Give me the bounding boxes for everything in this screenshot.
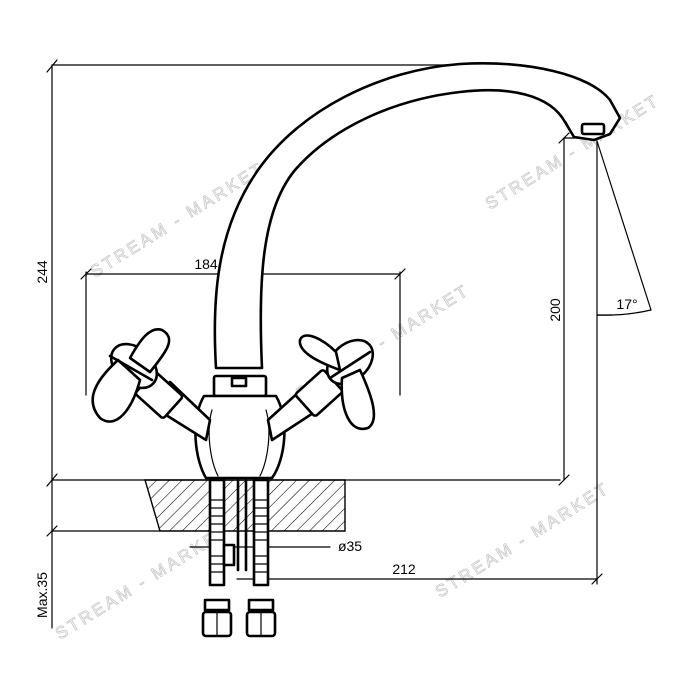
dim-handle-span-label: 184	[194, 256, 218, 272]
hoses	[201, 478, 277, 638]
dim-spout-height-label: 200	[547, 298, 563, 322]
dimension-labels: 244 184 200 17° Max.35 ø35 212	[34, 256, 638, 618]
dim-spout-reach-label: 212	[392, 561, 416, 577]
dim-hole-diameter-label: ø35	[338, 538, 362, 554]
dim-spout-angle-label: 17°	[616, 296, 637, 312]
left-valve	[91, 328, 212, 442]
spout	[213, 62, 622, 370]
dim-max-depth-label: Max.35	[34, 572, 50, 618]
dim-height-total-label: 244	[34, 260, 50, 284]
faucet	[91, 62, 622, 638]
right-valve	[266, 334, 376, 442]
watermark-text-4: STREAM - MARKET	[432, 478, 613, 601]
countertop-section	[51, 479, 561, 532]
